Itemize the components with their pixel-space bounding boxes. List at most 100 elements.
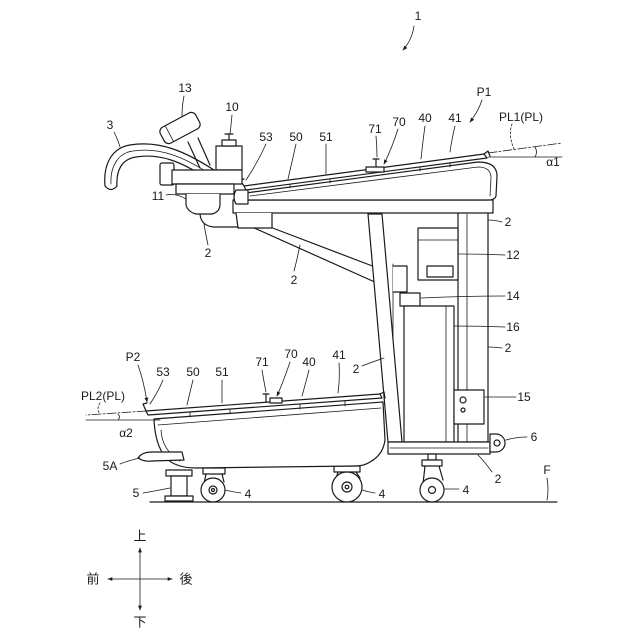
frame-arm [200,214,238,227]
leader-lower-70 [277,362,290,396]
component-12 [418,228,458,280]
mechanism-block-a [172,170,242,184]
leader-upper-53 [246,144,266,180]
leader-upper-40 [421,126,425,159]
mechanism-block-b [176,184,234,194]
lower-ref-51: 51 [215,365,229,379]
leader-lower-40 [302,370,309,396]
leader-pl1 [510,124,514,149]
upper-ref-51: 51 [319,130,333,144]
component-16 [404,306,454,442]
leader-1 [403,26,414,50]
lower-ref-53: 53 [156,365,170,379]
component-15-body [454,390,484,424]
component-15 [454,390,484,424]
component-16-body [404,306,454,442]
plane-pl2-line [86,411,146,415]
caster-front-wheel [201,478,225,502]
unit-10-body [216,146,242,170]
upper-position-label: P1 [477,85,492,99]
direction-indicator: 上 下 前 後 [86,530,192,631]
ref-label-1: 1 [415,9,422,23]
leader-f [547,478,548,500]
angle-a1-arc [535,147,537,157]
leader-11 [166,195,186,200]
caster-middle [332,466,362,502]
foot-5-pad [165,496,193,501]
upper-ref-40: 40 [418,111,432,125]
lower-ref-70: 70 [284,347,298,361]
leader-p2 [138,365,147,402]
caster-rear [420,454,444,502]
floor-label: F [543,463,550,477]
caster-front [201,468,225,502]
component-14 [400,293,420,306]
leader-2-a [204,224,208,245]
handle-head-13-body [158,111,202,146]
caster-front-mount [203,468,225,474]
caster-ref-4-c: 4 [463,483,470,497]
ref-label-13: 13 [178,81,192,95]
leader-10 [230,115,232,134]
direction-up-label: 上 [133,530,146,545]
leader-upper-50 [288,144,296,179]
leader-upper-71 [376,136,377,157]
upper-beam-bracket [236,213,272,228]
caster-ref-4-a: 4 [245,487,252,501]
drawing [86,111,562,502]
upper-ref-50: 50 [289,130,303,144]
direction-rear-label: 後 [179,573,192,588]
handle-head-13 [158,111,202,146]
leader-p1 [470,100,482,122]
lower-angle-label: α2 [119,426,133,440]
leader-2-c [488,220,502,222]
ref-label-10: 10 [225,100,239,114]
frame-ref-2-a: 2 [205,246,212,260]
rear-panel-bracket [393,266,407,292]
ref-label-6: 6 [531,430,538,444]
leader-upper-70 [384,129,398,164]
lower-tray-pin-71 [263,394,269,402]
leader-2-f [478,455,492,472]
upper-tray-end-cap [234,190,248,204]
lower-position-label: P2 [126,350,141,364]
upper-beam [233,200,493,213]
upper-tray-block-70 [366,167,384,172]
lower-tray-block-70 [270,398,282,403]
direction-down-label: 下 [133,616,146,631]
leader-lower-50 [187,380,193,405]
handle-unit [105,111,242,227]
handle-3-tip [105,186,117,190]
caster-middle-wheel [332,472,362,502]
frame-ref-2-c: 2 [505,215,512,229]
leader-lower-71 [262,370,266,392]
leader-upper-41 [450,126,455,152]
frame-ref-2-e: 2 [353,362,360,376]
upper-ref-41: 41 [448,111,462,125]
plane-pl1-line [488,143,562,153]
unit-10-cap [222,140,236,146]
ref-label-12: 12 [506,248,520,262]
foot-5-body [171,476,187,496]
ref-label-3: 3 [107,118,114,132]
leader-4-b [362,490,375,493]
diagonal-brace [252,227,377,283]
lower-ref-41: 41 [332,348,346,362]
bumper-6 [490,434,505,452]
ref-label-14: 14 [506,289,520,303]
ref-label-5: 5 [133,486,140,500]
leader-13 [182,96,184,116]
caster-rear-mount [422,460,442,466]
lower-ref-71: 71 [255,355,269,369]
lower-ref-50: 50 [186,365,200,379]
handle-neck [188,138,210,168]
pedal-5A [138,452,184,461]
leader-5a [120,458,140,464]
ref-label-15: 15 [517,390,531,404]
frame-ref-2-d: 2 [505,341,512,355]
upper-plane-label: PL1(PL) [499,110,543,124]
component-12-lower-box [427,266,453,277]
lower-tray-plate-lip [143,403,147,411]
caster-rear-stem [428,454,436,460]
